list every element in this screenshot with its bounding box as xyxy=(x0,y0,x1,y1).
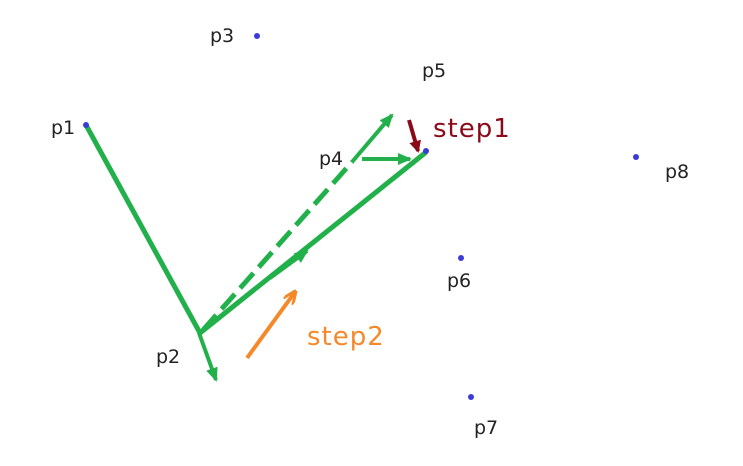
label-p8: p8 xyxy=(665,161,689,183)
path-p2-p5-arrow xyxy=(268,249,309,280)
step1-arrow xyxy=(407,119,421,153)
path-p2-p4-dashed xyxy=(201,160,354,332)
point-p5 xyxy=(423,148,429,154)
label-p3: p3 xyxy=(210,25,234,47)
label-p5: p5 xyxy=(422,60,446,82)
point-p8 xyxy=(633,154,639,160)
label-step2: step2 xyxy=(307,322,385,352)
step2-arrow xyxy=(245,292,295,360)
path-p2-tail-arrow xyxy=(197,332,218,382)
label-p2: p2 xyxy=(156,346,180,368)
label-step1: step1 xyxy=(433,114,511,144)
label-p1: p1 xyxy=(51,117,75,139)
point-p6 xyxy=(458,255,464,261)
label-p6: p6 xyxy=(447,270,471,292)
path-p2-p5 xyxy=(197,150,428,336)
point-p7 xyxy=(468,394,474,400)
label-p4: p4 xyxy=(319,148,343,170)
point-p3 xyxy=(254,33,260,39)
path-p1-p2 xyxy=(83,122,203,336)
label-p7: p7 xyxy=(474,417,498,439)
path-p4-up-arrow xyxy=(350,113,394,164)
point-p1 xyxy=(83,122,89,128)
